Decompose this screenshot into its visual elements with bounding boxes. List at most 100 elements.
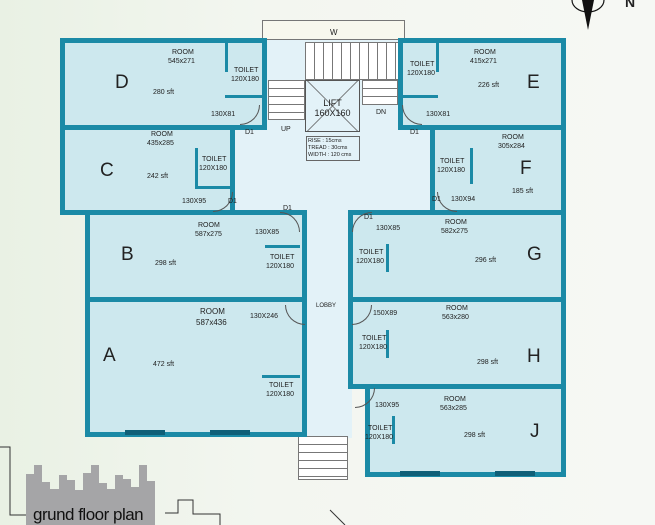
lobby-label: LOBBY	[316, 303, 337, 309]
toilet-wall	[386, 330, 389, 358]
toilet-label: TOILET	[202, 156, 227, 163]
door-size: 130X81	[426, 111, 451, 118]
room-area: 185 sft	[512, 188, 534, 195]
toilet-size: 120X180	[231, 76, 260, 83]
room-size: 563x280	[442, 314, 469, 321]
room-area: 472 sft	[153, 361, 175, 368]
stair-left	[268, 80, 305, 120]
toilet-wall	[470, 148, 473, 184]
note-tread: TREAD : 30cms	[308, 145, 348, 151]
room-area: 242 sft	[147, 173, 169, 180]
room-size: 587x436	[196, 318, 227, 327]
door-type: D1	[228, 198, 237, 205]
room-size: 415x271	[470, 58, 497, 65]
toilet-wall	[195, 148, 198, 188]
toilet-wall	[265, 245, 300, 248]
toilet-size: 120X180	[266, 263, 295, 270]
stair-right	[362, 80, 398, 105]
unit-id: F	[520, 158, 532, 179]
room-size: 587x275	[195, 231, 222, 238]
door-size: 130X94	[451, 196, 476, 203]
room-size: 305x284	[498, 143, 525, 150]
unit-id: A	[103, 345, 116, 366]
toilet-label: TOILET	[362, 335, 387, 342]
door-type: D1	[245, 129, 254, 136]
title-skyline-logo	[26, 465, 155, 525]
toilet-size: 120X180	[359, 344, 388, 351]
unit-id: B	[121, 244, 134, 265]
unit-id: J	[530, 421, 540, 442]
stair-notes: RISE : 15cms TREAD : 30cms WIDTH : 120 c…	[306, 136, 360, 161]
unit-A	[85, 297, 307, 437]
toilet-wall	[195, 186, 233, 189]
room-area: 298 sft	[155, 260, 177, 267]
lift-label: LIFT 160X160	[314, 98, 351, 118]
toilet-size: 120X180	[266, 391, 295, 398]
lobby-corridor	[300, 210, 352, 438]
unit-E	[398, 38, 566, 130]
toilet-wall	[225, 95, 263, 98]
door-size: 150X89	[373, 310, 398, 317]
unit-id: D	[115, 72, 129, 93]
plan-title: grund floor plan	[33, 505, 144, 524]
toilet-size: 120X180	[365, 434, 394, 441]
door-type: D1	[283, 205, 292, 212]
room-size: 582x275	[441, 228, 468, 235]
room-label: ROOM	[172, 49, 194, 56]
toilet-wall	[392, 416, 395, 444]
room-label: ROOM	[198, 222, 220, 229]
door-size: 130X95	[182, 198, 207, 205]
toilet-size: 120X180	[199, 165, 228, 172]
door-size: 130X95	[375, 402, 400, 409]
door-type: D1	[364, 214, 373, 221]
room-area: 226 sft	[478, 82, 500, 89]
room-area: 296 sft	[475, 257, 497, 264]
room-area: 298 sft	[477, 359, 499, 366]
toilet-label: TOILET	[234, 67, 259, 74]
toilet-wall	[436, 40, 439, 72]
unit-id: G	[527, 244, 542, 265]
toilet-wall	[225, 40, 228, 72]
door-size: 130X246	[250, 313, 279, 320]
toilet-size: 120X180	[407, 70, 436, 77]
room-size: 563x285	[440, 405, 467, 412]
unit-J	[365, 384, 566, 477]
room-label: ROOM	[474, 49, 496, 56]
toilet-label: TOILET	[269, 382, 294, 389]
unit-id: H	[527, 346, 541, 367]
door-type: D1	[410, 129, 419, 136]
toilet-label: TOILET	[440, 158, 465, 165]
room-label: ROOM	[151, 131, 173, 138]
toilet-size: 120X180	[437, 167, 466, 174]
room-area: 298 sft	[464, 432, 486, 439]
note-width: WIDTH : 120 cms	[308, 152, 352, 158]
room-size: 545x271	[168, 58, 195, 65]
lift	[305, 80, 360, 132]
unit-id: C	[100, 160, 114, 181]
window	[210, 430, 250, 435]
door-size: 130X85	[376, 225, 401, 232]
room-size: 435x285	[147, 140, 174, 147]
window	[400, 471, 440, 476]
up-label: UP	[281, 126, 291, 133]
door-type: D1	[432, 196, 441, 203]
toilet-label: TOILET	[359, 249, 384, 256]
hall-left	[230, 125, 270, 215]
window	[125, 430, 165, 435]
window	[495, 471, 535, 476]
toilet-label: TOILET	[270, 254, 295, 261]
room-label: ROOM	[200, 307, 225, 316]
room-label: ROOM	[502, 134, 524, 141]
hall-right	[398, 125, 433, 215]
unit-id: E	[527, 72, 540, 93]
stair-flight	[305, 42, 400, 80]
door-size: 130X81	[211, 111, 236, 118]
unit-D	[60, 38, 267, 130]
toilet-size: 120X180	[356, 258, 385, 265]
stair-top-box	[262, 20, 405, 40]
room-label: ROOM	[444, 396, 466, 403]
room-label: ROOM	[445, 219, 467, 226]
stair-top-label: W	[330, 28, 338, 37]
room-area: 280 sft	[153, 89, 175, 96]
dn-label: DN	[376, 109, 387, 116]
